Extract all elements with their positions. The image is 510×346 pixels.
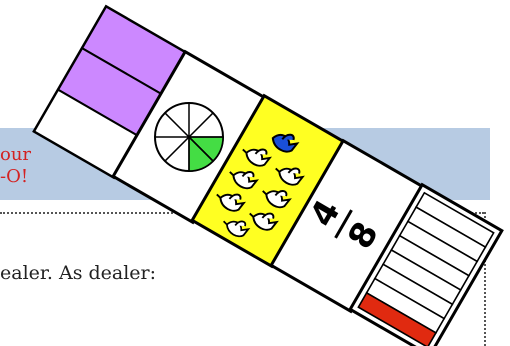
pie-chart xyxy=(155,103,223,171)
